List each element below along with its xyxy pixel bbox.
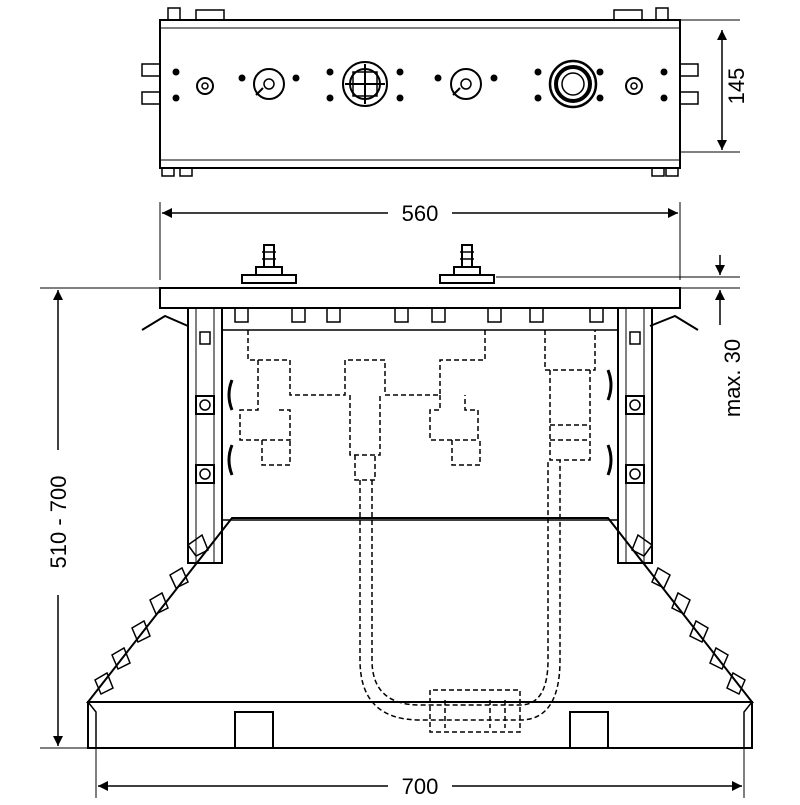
hidden-piping [239,330,596,733]
dimension-700-label: 700 [402,774,439,799]
valve-stem-left [241,244,297,284]
dimension-700: 700 [95,748,745,799]
dimension-510-700-label: 510 - 700 [46,476,71,569]
dimension-510-700: 510 - 700 [40,287,160,749]
front-view [85,244,755,749]
right-rail [617,307,653,564]
dimension-145: 145 [680,19,749,153]
dimension-max-30-label: max. 30 [720,339,745,417]
valve-stem-right [439,244,495,284]
base-frame [85,517,755,749]
dimension-max-30: max. 30 [496,255,745,417]
dimension-560-label: 560 [402,201,439,226]
dimension-145-label: 145 [724,68,749,105]
left-rail [187,307,223,564]
top-view [141,7,699,177]
dimension-560: 560 [159,201,681,280]
